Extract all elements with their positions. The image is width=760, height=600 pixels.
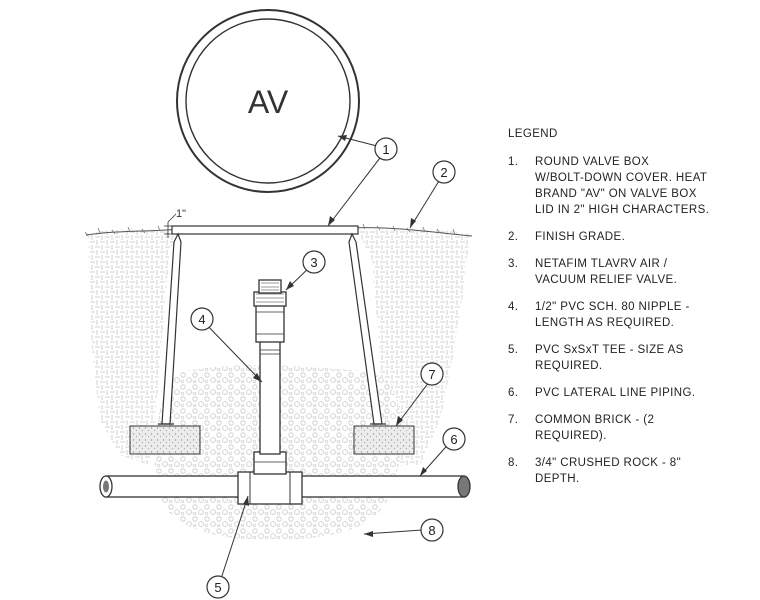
legend-item: 1. ROUND VALVE BOX W/BOLT-DOWN COVER. HEA…: [508, 154, 748, 218]
lid-label: AV: [248, 84, 289, 120]
svg-text:3: 3: [310, 255, 317, 270]
callout-6: 6: [442, 427, 466, 451]
callout-5: 5: [206, 575, 230, 599]
legend-item-number: 5.: [508, 344, 519, 356]
leader-arrowheads: [243, 135, 427, 537]
legend-item: 6. PVC LATERAL LINE PIPING.: [508, 385, 748, 401]
callout-3: 3: [302, 250, 326, 274]
svg-text:4: 4: [198, 312, 205, 327]
svg-text:6: 6: [450, 432, 457, 447]
legend-item-number: 3.: [508, 258, 519, 270]
legend-item-text: 1/2" PVC SCH. 80 NIPPLE - LENGTH AS REQU…: [535, 301, 690, 329]
legend-item-number: 8.: [508, 457, 519, 469]
legend-item-text: COMMON BRICK - (2 REQUIRED).: [535, 414, 655, 442]
legend: LEGEND 1. ROUND VALVE BOX W/BOLT-DOWN COV…: [508, 128, 748, 498]
legend-title: LEGEND: [508, 128, 558, 140]
pvc-tee-fitting: [237, 451, 303, 505]
legend-item-number: 6.: [508, 387, 519, 399]
svg-text:1: 1: [382, 142, 389, 157]
dimension-label: 1": [176, 208, 186, 220]
legend-item: 4. 1/2" PVC SCH. 80 NIPPLE - LENGTH AS RE…: [508, 299, 748, 331]
svg-text:5: 5: [214, 580, 221, 595]
valve-box-lid-top-view: AV: [176, 9, 360, 193]
callout-4: 4: [190, 307, 214, 331]
valve-box-section: [158, 225, 386, 425]
legend-item-number: 4.: [508, 301, 519, 313]
svg-text:7: 7: [428, 367, 435, 382]
legend-item-text: 3/4" CRUSHED ROCK - 8" DEPTH.: [535, 457, 682, 485]
callout-7: 7: [420, 362, 444, 386]
legend-item: 3. NETAFIM TLAVRV AIR / VACUUM RELIEF VAL…: [508, 256, 748, 288]
brick-right: [353, 425, 415, 455]
air-vacuum-relief-valve: [253, 279, 287, 343]
legend-item: 7. COMMON BRICK - (2 REQUIRED).: [508, 412, 748, 444]
callout-1: 1: [374, 137, 398, 161]
svg-text:2: 2: [440, 165, 447, 180]
legend-item-number: 1.: [508, 156, 519, 168]
brick-left: [129, 425, 201, 455]
callout-2: 2: [432, 160, 456, 184]
lid-height-dimension: 1": [164, 208, 186, 238]
legend-item-text: NETAFIM TLAVRV AIR / VACUUM RELIEF VALVE…: [535, 258, 678, 286]
legend-item-text: FINISH GRADE.: [535, 231, 626, 243]
legend-item-text: PVC SxSxT TEE - SIZE AS REQUIRED.: [535, 344, 684, 372]
legend-item-number: 2.: [508, 231, 519, 243]
pvc-nipple: [259, 339, 281, 455]
legend-item: 2. FINISH GRADE.: [508, 229, 748, 245]
legend-item-text: ROUND VALVE BOX W/BOLT-DOWN COVER. HEAT …: [535, 156, 710, 216]
legend-item-text: PVC LATERAL LINE PIPING.: [535, 387, 696, 399]
legend-item: 5. PVC SxSxT TEE - SIZE AS REQUIRED.: [508, 342, 748, 374]
legend-item: 8. 3/4" CRUSHED ROCK - 8" DEPTH.: [508, 455, 748, 487]
legend-list: 1. ROUND VALVE BOX W/BOLT-DOWN COVER. HEA…: [508, 154, 748, 487]
svg-text:8: 8: [428, 523, 435, 538]
legend-item-number: 7.: [508, 414, 519, 426]
callout-8: 8: [420, 518, 444, 542]
